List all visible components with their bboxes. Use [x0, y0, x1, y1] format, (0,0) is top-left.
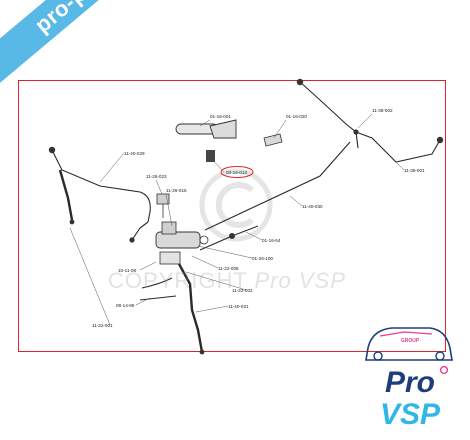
diagram-frame	[18, 80, 446, 352]
logo-pro-text: Pro	[385, 366, 435, 399]
switch-03-16-013	[206, 150, 215, 162]
pipe-08-14-98	[139, 295, 177, 301]
logo-group-text: GROUP	[401, 338, 420, 344]
car-wheel-icon	[373, 351, 383, 361]
part-label: 08-14-98	[116, 303, 135, 308]
watermark-brand: Pro VSP	[254, 268, 346, 293]
part-label: 11-40-029	[124, 151, 145, 156]
part-label: 11-40-031	[228, 304, 249, 309]
reservoir-11-26-023	[156, 193, 170, 218]
pipe-10-11-08	[141, 277, 173, 289]
part-label: 11-38-001	[404, 168, 425, 173]
car-swoosh-icon	[379, 331, 433, 337]
part-label: 10-11-08	[118, 268, 136, 273]
part-label: 01-16-001	[210, 114, 231, 119]
part-label: 03-16-013	[226, 170, 247, 175]
cable-11-38-001	[355, 131, 441, 163]
hose-lower	[176, 261, 204, 353]
cable-11-40-030	[204, 141, 351, 231]
part-label: 11-22-001	[92, 323, 113, 328]
cable-branch	[355, 131, 359, 149]
watermark-text: COPYRIGHT Pro VSP	[108, 268, 346, 294]
part-label: 11-22-002	[232, 288, 253, 293]
cable-end	[131, 221, 149, 241]
part-label: 01-16-020	[286, 114, 307, 119]
fittings	[48, 78, 444, 355]
master-cylinder	[155, 221, 209, 265]
part-label: 11-22-008	[218, 266, 239, 271]
watermark-copyright: COPYRIGHT	[108, 268, 248, 293]
part-label: 01-16-64	[262, 238, 281, 243]
cable-11-40-029	[51, 149, 151, 223]
part-label: 01-26-100	[252, 256, 273, 261]
part-label: 11-40-030	[302, 204, 323, 209]
provsp-logo: GROUP Pro VSP	[365, 327, 453, 431]
logo-vsp-text: VSP	[380, 398, 441, 431]
cable-11-38-002	[299, 81, 357, 133]
part-label: 11-38-002	[372, 108, 393, 113]
highlight-03-16-013	[220, 166, 254, 178]
logo-dot-icon	[439, 365, 449, 375]
part-label: 11-26-023	[146, 174, 167, 179]
handbrake-lever	[175, 119, 237, 139]
part-label: 11-26-015	[166, 188, 187, 193]
hose-left	[58, 169, 74, 221]
watermark-circle	[199, 168, 273, 242]
car-outline-icon	[365, 327, 453, 361]
car-wheel-icon	[435, 351, 445, 361]
cables	[51, 81, 441, 353]
part-labels: 11-40-029 01-16-001 01-16-020 11-38-002 …	[92, 108, 425, 328]
bracket-01-16-020	[263, 133, 283, 147]
